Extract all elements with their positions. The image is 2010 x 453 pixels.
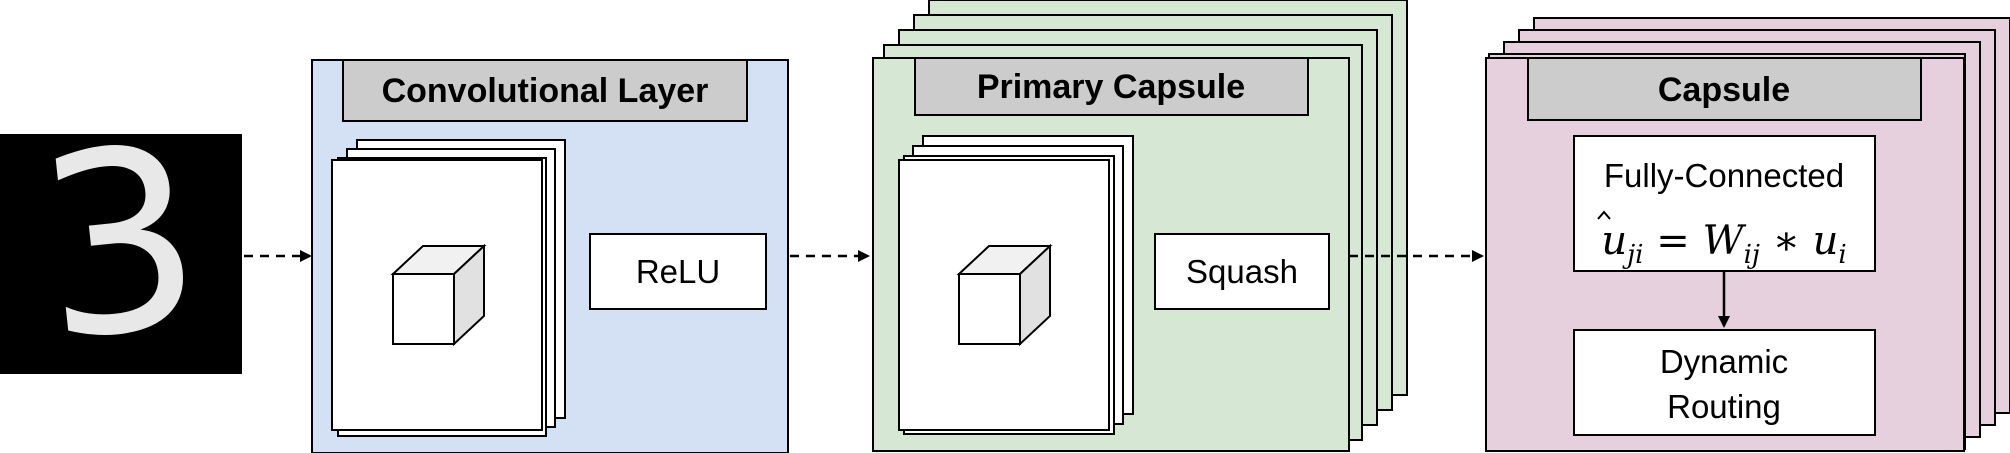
formula-sub-ij: ij [1744,240,1760,270]
formula-sub-i: i [1838,240,1846,270]
dynamic-routing-line1: Dynamic [1660,343,1788,380]
formula-hat [1597,210,1611,220]
primary-cube-icon [956,243,1053,347]
squash-label: Squash [1186,253,1298,290]
fully-connected-box [1573,135,1876,272]
capsule-title: Capsule [1658,71,1790,109]
digit-three: 3 [26,91,215,397]
squash-box [1154,233,1330,310]
conv-cube-icon [390,243,487,347]
dynamic-routing-box [1573,329,1876,436]
formula-u-hat: u [1601,218,1627,264]
fully-connected-label: Fully-Connected [1604,157,1844,194]
formula-times: ∗ [1760,218,1813,264]
capsule-title-box [1527,57,1922,121]
conv-layer-block: Convolutional Layer ReLU [311,59,789,453]
formula-u: u [1813,218,1839,264]
relu-label: ReLU [636,253,720,290]
formula-w: W [1702,218,1746,264]
primary-capsule-block: Primary Capsule Squash [872,0,1408,452]
relu-box [589,233,767,310]
conv-layer-title: Convolutional Layer [382,72,709,110]
formula-sub-ji: ji [1622,240,1643,270]
primary-capsule-title-box [914,57,1309,116]
conv-layer-title-box [342,59,748,122]
dynamic-routing-line2: Routing [1667,388,1781,425]
primary-capsule-title: Primary Capsule [977,68,1245,106]
fully-connected-formula: uji = Wij ∗ ui [1597,210,1847,270]
capsule-block: Capsule Fully-Connected uji = Wij ∗ ui D… [1485,17,2010,452]
svg-text:uji = Wij ∗ ui: uji = Wij ∗ ui [1601,218,1846,270]
input-digit-image: 3 [0,91,242,397]
formula-equals: = [1643,218,1702,264]
